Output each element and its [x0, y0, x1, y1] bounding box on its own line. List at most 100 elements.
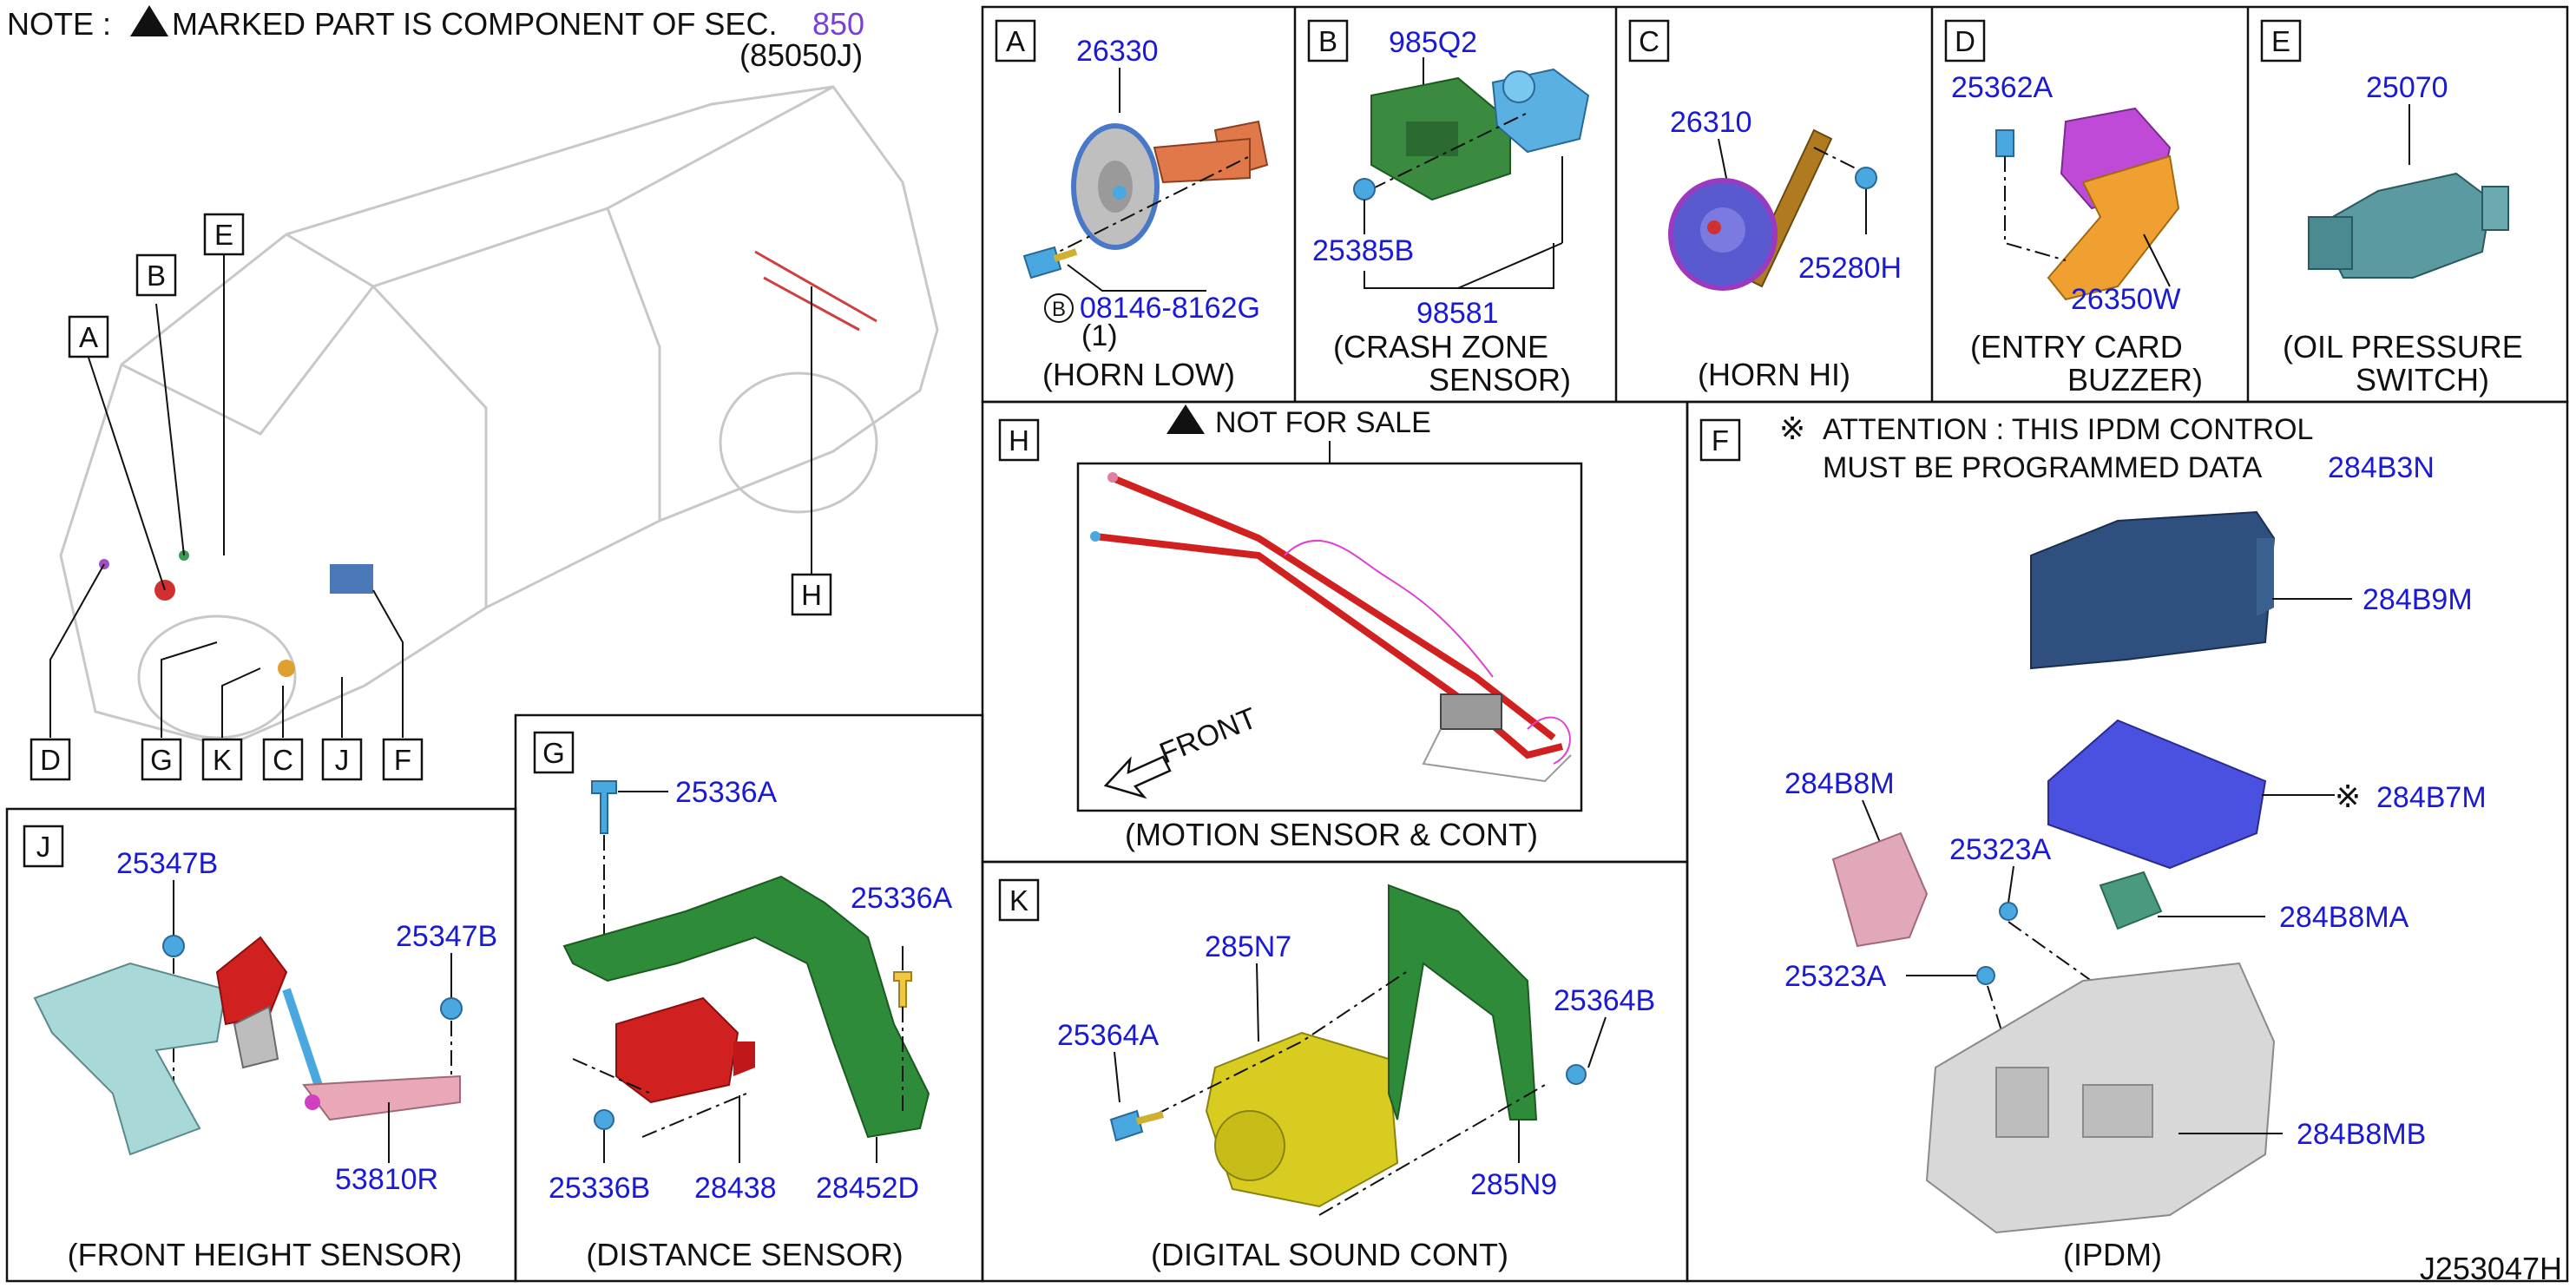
- motion-harness: [1109, 474, 1556, 741]
- svg-text:H: H: [801, 579, 822, 611]
- speaker-grille: [1214, 1110, 1285, 1181]
- panel-j: J 25347B 25347B 53810R (FRONT HEIGHT SEN…: [23, 825, 497, 1272]
- svg-text:H: H: [1009, 424, 1029, 457]
- bolt-icon: [1022, 246, 1062, 279]
- part-25323a-lower: 25323A: [1784, 960, 1887, 993]
- svg-text:A: A: [79, 321, 98, 353]
- svg-text:G: G: [542, 737, 565, 769]
- svg-text:C: C: [1639, 25, 1659, 57]
- panel-letter-b: [1307, 19, 1349, 62]
- part-08146-8162g: 08146-8162G: [1080, 292, 1260, 325]
- caption-distance-sensor: (DISTANCE SENSOR): [586, 1237, 903, 1272]
- panel-letter-e: [2260, 19, 2302, 62]
- nut-icon: [440, 997, 463, 1020]
- part-26330: 26330: [1076, 35, 1159, 68]
- part-25385b: 25385B: [1312, 234, 1414, 267]
- part-25070: 25070: [2366, 71, 2448, 104]
- part-25362a: 25362A: [1951, 71, 2054, 104]
- part-284b8mb: 284B8MB: [2297, 1118, 2426, 1151]
- svg-text:F: F: [1712, 424, 1729, 457]
- caption-digital-sound: (DIGITAL SOUND CONT): [1151, 1237, 1508, 1272]
- svg-text:B: B: [147, 260, 166, 292]
- note-prefix: NOTE :: [7, 6, 111, 42]
- panel-frames: [5, 5, 2569, 1283]
- caption-entry-card-1: (ENTRY CARD: [1970, 329, 2183, 365]
- nut-icon: [1855, 167, 1877, 189]
- panel-c: C 26310 25280H (HORN HI): [1628, 19, 1902, 392]
- buzzer-bracket: [2047, 154, 2180, 301]
- bolt-icon: [893, 971, 912, 1008]
- triangle-icon: [1166, 404, 1205, 434]
- svg-text:E: E: [214, 219, 233, 251]
- note-header: NOTE : MARKED PART IS COMPONENT OF SEC. …: [7, 5, 864, 73]
- part-25347b-right: 25347B: [396, 920, 497, 953]
- caption-crash-zone-1: (CRASH ZONE: [1333, 329, 1548, 365]
- svg-text:G: G: [150, 744, 173, 776]
- part-284b8m: 284B8M: [1784, 767, 1895, 800]
- triangle-icon: [130, 5, 168, 36]
- height-sensor-mount: [33, 962, 227, 1156]
- panel-letter-a: [995, 19, 1036, 62]
- svg-text:D: D: [40, 744, 61, 776]
- overview-letter-k: [201, 738, 243, 781]
- part-25336a-upper: 25336A: [675, 776, 778, 809]
- panel-letter-k: [998, 878, 1040, 922]
- part-25336a-right: 25336A: [851, 882, 953, 915]
- nut-icon: [594, 1109, 614, 1130]
- ipdm-upper-module: [2030, 510, 2276, 670]
- overview-letter-a: [68, 315, 109, 358]
- caption-oil-pressure-1: (OIL PRESSURE: [2283, 329, 2523, 365]
- part-25336b: 25336B: [549, 1172, 650, 1205]
- svg-text:J: J: [335, 744, 350, 776]
- caption-ipdm: (IPDM): [2063, 1237, 2162, 1272]
- caption-motion-sensor: (MOTION SENSOR & CONT): [1125, 817, 1538, 852]
- part-284b9m: 284B9M: [2362, 583, 2473, 616]
- svg-text:F: F: [394, 744, 411, 776]
- motion-controller: [1440, 693, 1502, 730]
- panel-letter-h: [998, 418, 1040, 462]
- panel-b: B 985Q2 25385B 98581 (CRASH ZONE SENSOR): [1307, 19, 1590, 398]
- overview-letter-h: [791, 573, 832, 616]
- svg-text:K: K: [213, 744, 232, 776]
- part-25347b-left: 25347B: [116, 847, 218, 880]
- nut-icon: [1566, 1064, 1587, 1085]
- bolt-icon: [1109, 1109, 1144, 1142]
- overview-letter-c: [262, 738, 304, 781]
- overview-letter-d: [30, 738, 71, 781]
- screw-icon: [1999, 902, 2018, 921]
- part-285n9: 285N9: [1470, 1168, 1557, 1201]
- panel-letter-d: [1944, 19, 1986, 62]
- caption-oil-pressure-2: SWITCH): [2356, 362, 2489, 398]
- overview-letter-e: [203, 213, 245, 256]
- distance-sensor-unit: [615, 996, 739, 1104]
- diagram-id: J253047H: [2420, 1251, 2562, 1286]
- svg-text:E: E: [2271, 25, 2290, 57]
- panel-letter-g: [533, 731, 575, 774]
- overview-letter-j: [321, 738, 363, 781]
- overview-labels: A B E H D G K C J F: [30, 213, 832, 781]
- sensor-link-rod: [282, 988, 325, 1095]
- height-sensor-lever: [302, 1074, 461, 1121]
- caption-front-height-sensor: (FRONT HEIGHT SENSOR): [68, 1237, 463, 1272]
- overview-letter-f: [382, 738, 424, 781]
- overview-letter-b: [135, 253, 177, 297]
- panel-e: E 25070 (OIL PRESSURE SWITCH): [2260, 19, 2523, 398]
- screw-icon: [1995, 129, 2014, 157]
- part-26350w: 26350W: [2071, 283, 2181, 316]
- caption-horn-hi: (HORN HI): [1698, 357, 1850, 392]
- svg-text:B: B: [1052, 298, 1066, 321]
- nut-icon: [162, 935, 185, 957]
- screw-icon: [1976, 966, 1995, 985]
- harness-box: [1076, 462, 1583, 812]
- note-code: (85050J): [739, 37, 863, 73]
- panel-letter-j: [23, 825, 64, 868]
- front-label: FRONT: [1155, 701, 1262, 770]
- part-25323a-upper: 25323A: [1949, 833, 2052, 866]
- attention-line-1: ATTENTION : THIS IPDM CONTROL: [1823, 413, 2313, 446]
- vehicle-overview: [59, 85, 939, 748]
- part-285n7: 285N7: [1205, 930, 1291, 963]
- ipdm-pink-bracket: [1831, 831, 1929, 948]
- svg-text:J: J: [36, 831, 51, 863]
- qty-text: (1): [1081, 319, 1118, 352]
